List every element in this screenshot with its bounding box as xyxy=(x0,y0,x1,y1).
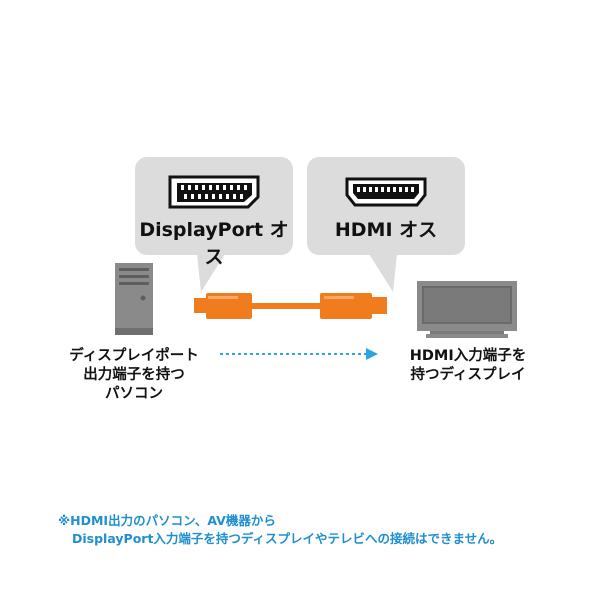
hdmi-bubble: HDMI オス xyxy=(307,157,465,292)
target-device-caption: HDMI入力端子を 持つディスプレイ xyxy=(392,347,544,385)
note-line-1: ※HDMI出力のパソコン、AV機器から xyxy=(58,513,276,528)
source-caption-line: ディスプレイポート xyxy=(69,348,199,364)
dotted-arrow-right-icon xyxy=(220,348,378,360)
bubble-tail xyxy=(197,254,225,292)
target-caption-line: 持つディスプレイ xyxy=(410,367,526,383)
displayport-bubble: DisplayPort オス xyxy=(135,157,293,292)
tv-display-icon xyxy=(417,281,517,338)
desktop-pc-icon xyxy=(115,263,153,335)
orange-cable-icon xyxy=(194,293,387,319)
hdmi-label: HDMI オス xyxy=(334,219,438,241)
bubble-tail xyxy=(369,254,397,292)
source-device-caption: ディスプレイポート 出力端子を持つ パソコン xyxy=(55,347,213,404)
note-line-2: DisplayPort入力端子を持つディスプレイやテレビへの接続はできません。 xyxy=(72,531,503,546)
displayport-connector-icon xyxy=(168,175,260,209)
displayport-label: DisplayPort オス xyxy=(139,219,289,268)
source-caption-line: パソコン xyxy=(105,386,163,402)
source-caption-line: 出力端子を持つ xyxy=(83,367,185,383)
target-caption-line: HDMI入力端子を xyxy=(409,348,527,364)
compatibility-note: ※HDMI出力のパソコン、AV機器から DisplayPort入力端子を持つディ… xyxy=(58,512,588,548)
hdmi-connector-icon xyxy=(345,177,427,207)
